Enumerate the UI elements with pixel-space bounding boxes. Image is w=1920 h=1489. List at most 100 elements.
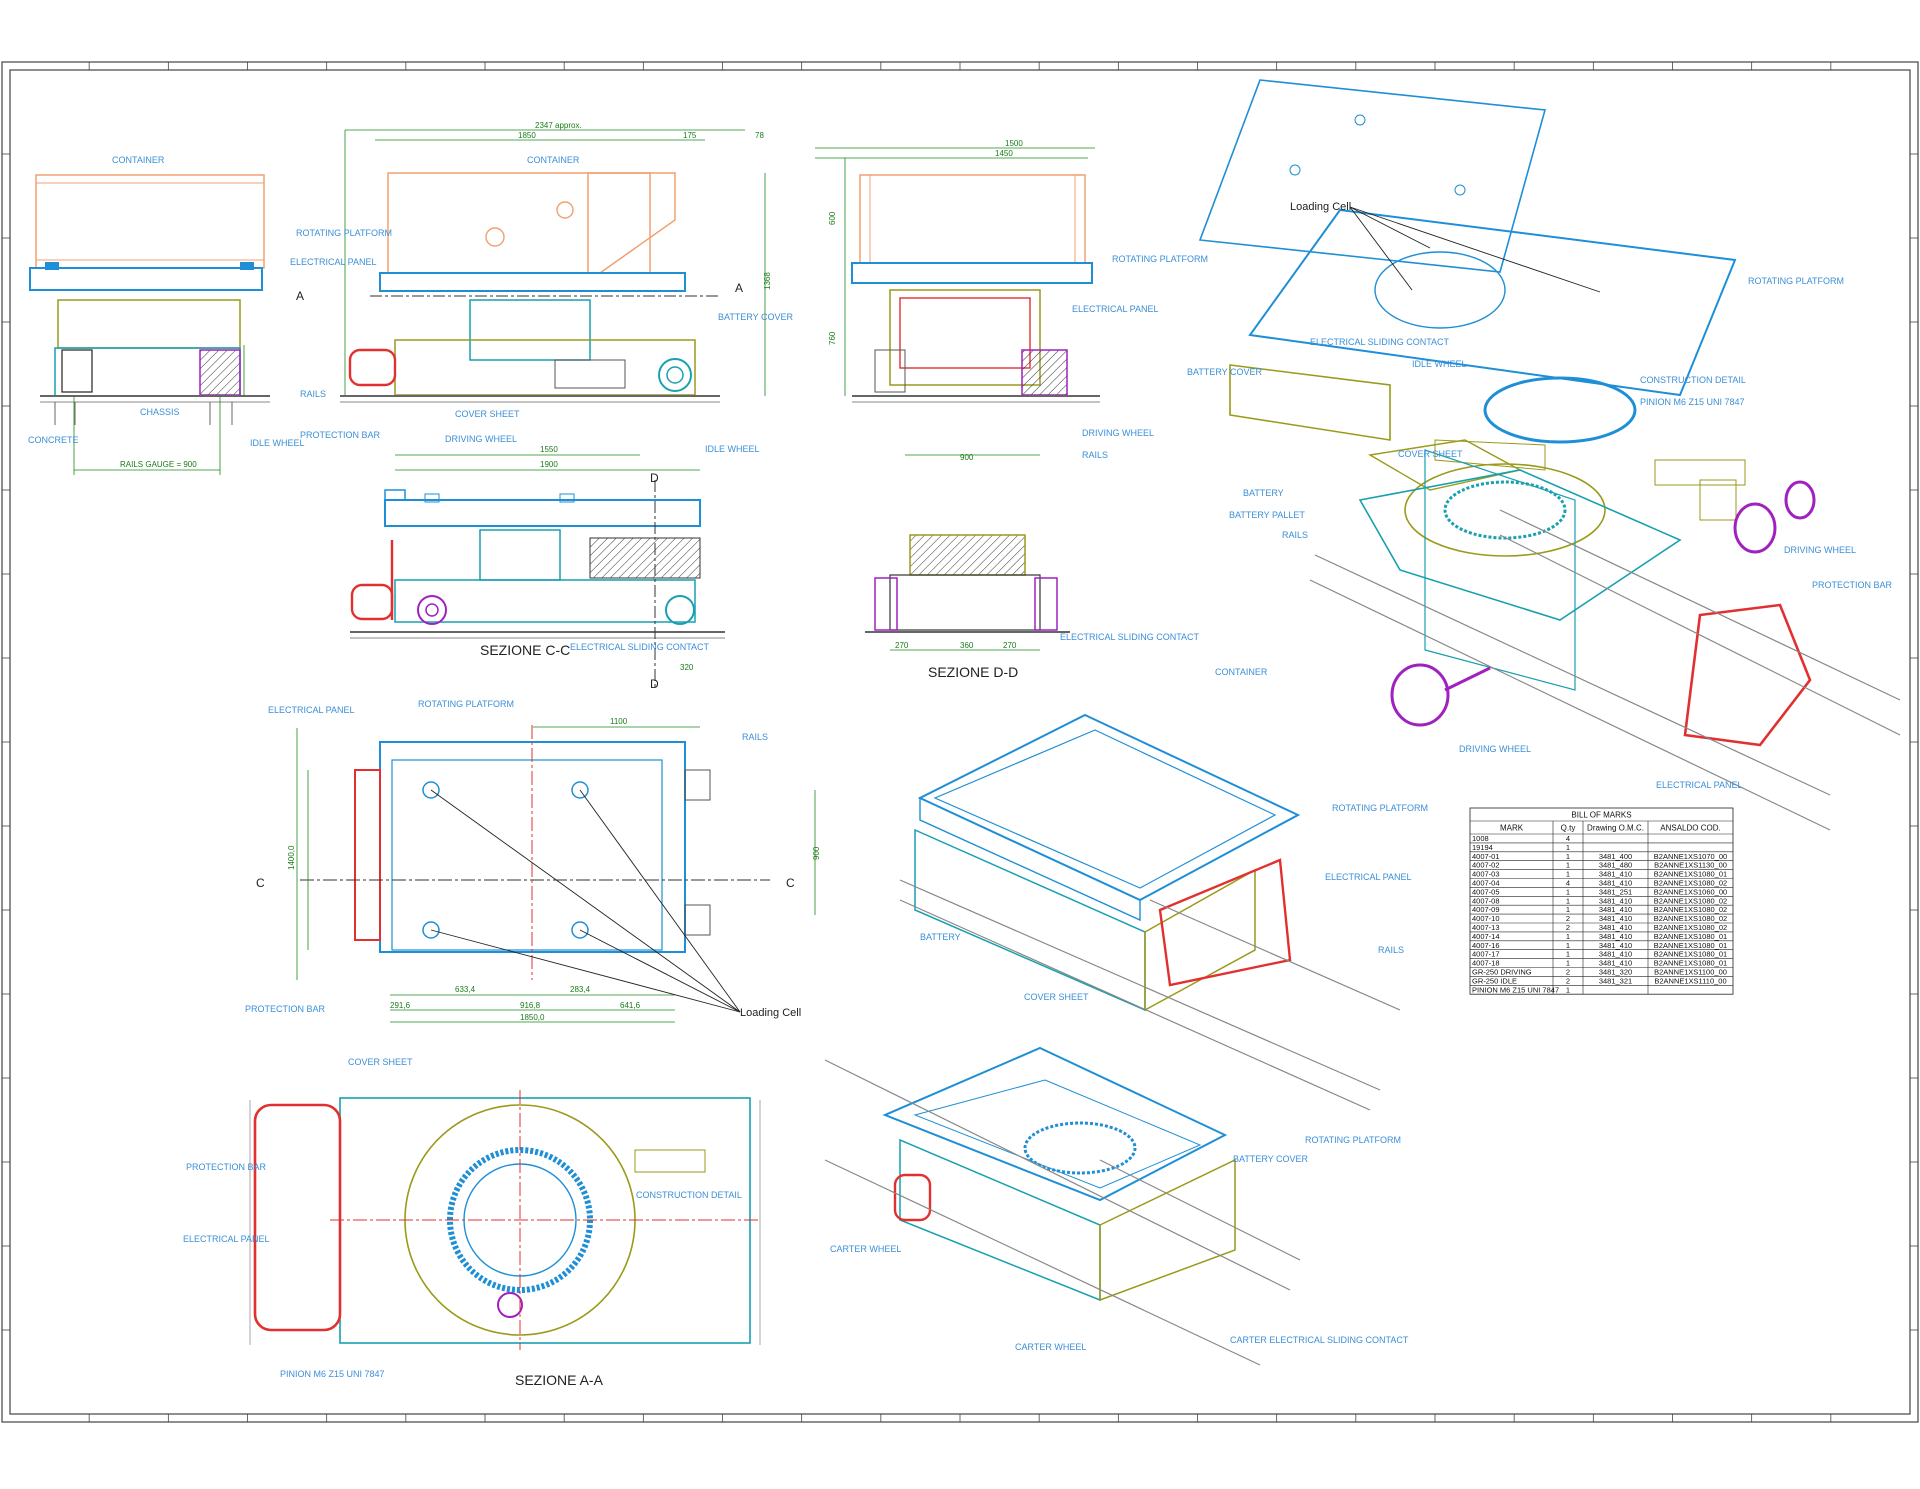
bom-cell: 3481_410 — [1599, 879, 1632, 888]
bom-cell: PINION M6 Z15 UNI 7847 — [1472, 985, 1559, 994]
label-electrical-panel-end: ELECTRICAL PANEL — [1072, 304, 1159, 314]
dim-900-end: 900 — [960, 453, 974, 462]
label-battery-iso: BATTERY — [1243, 488, 1284, 498]
label-carter-sliding-contact: CARTER ELECTRICAL SLIDING CONTACT — [1230, 1335, 1409, 1345]
bom-cell: 2 — [1566, 923, 1570, 932]
label-driving-wheel-iso-2: DRIVING WHEEL — [1459, 744, 1531, 754]
label-loading-cell-iso: Loading Cell — [1290, 201, 1351, 213]
bom-cell: 4007-14 — [1472, 932, 1500, 941]
label-rotating-platform-plan: ROTATING PLATFORM — [418, 699, 514, 709]
bom-cell: 4007-10 — [1472, 914, 1500, 923]
bom-cell: B2ANNE1XS1080_02 — [1654, 914, 1727, 923]
bom-cell: B2ANNE1XS1080_02 — [1654, 896, 1727, 905]
view-plan — [296, 725, 816, 1023]
dim-270-right: 270 — [1003, 641, 1017, 650]
bom-cell: 3481_410 — [1599, 896, 1632, 905]
bom-cell: B2ANNE1XS1080_02 — [1654, 905, 1727, 914]
view-section-aa — [249, 1090, 761, 1350]
view-end-elevation — [815, 147, 1100, 456]
bom-header: Drawing O.M.C. — [1587, 824, 1644, 833]
dim-2347: 2347 approx. — [535, 121, 582, 130]
dim-1900: 1900 — [540, 460, 558, 469]
bom-cell: 3481_480 — [1599, 861, 1632, 870]
label-battery-assembly: BATTERY — [920, 932, 961, 942]
dim-283: 283,4 — [570, 985, 591, 994]
section-mark-c-left: C — [256, 876, 265, 890]
section-cc-title: SEZIONE C-C — [480, 642, 570, 658]
bom-cell: 3481_321 — [1599, 976, 1632, 985]
section-mark-c-right: C — [786, 876, 795, 890]
bom-cell: 1 — [1566, 905, 1570, 914]
bom-cell: 4007-04 — [1472, 879, 1500, 888]
label-construction-detail-aa: CONSTRUCTION DETAIL — [636, 1190, 742, 1200]
view-iso-open — [824, 1046, 1301, 1366]
bom-cell: 4007-18 — [1472, 959, 1500, 968]
dim-1850: 1850 — [518, 131, 536, 140]
label-rotating-platform-end: ROTATING PLATFORM — [1112, 254, 1208, 264]
label-protection-bar-iso: PROTECTION BAR — [1812, 580, 1893, 590]
bom-cell: 3481_410 — [1599, 905, 1632, 914]
label-protection-bar-side: PROTECTION BAR — [300, 430, 381, 440]
dim-78: 78 — [755, 131, 764, 140]
dim-291: 291,6 — [390, 1001, 411, 1010]
bom-cell: 4007-01 — [1472, 852, 1500, 861]
dim-270-left: 270 — [895, 641, 909, 650]
dim-175: 175 — [683, 131, 697, 140]
label-cover-sheet-aa: COVER SHEET — [348, 1057, 413, 1067]
label-driving-wheel-end: DRIVING WHEEL — [1082, 428, 1154, 438]
bom-cell: 3481_410 — [1599, 950, 1632, 959]
bom-cell: 4007-13 — [1472, 923, 1500, 932]
bom-cell: B2ANNE1XS1070_00 — [1654, 852, 1727, 861]
section-aa-title: SEZIONE A-A — [515, 1372, 604, 1388]
bom-cell: 1 — [1566, 843, 1570, 852]
label-rotating-platform-open: ROTATING PLATFORM — [1305, 1135, 1401, 1145]
bom-cell: B2ANNE1XS1080_01 — [1654, 959, 1727, 968]
bom-cell: 4007-17 — [1472, 950, 1500, 959]
bom-cell: 19194 — [1472, 843, 1493, 852]
bom-cell: 1 — [1566, 950, 1570, 959]
view-side-elevation — [340, 129, 766, 471]
label-battery-cover-iso: BATTERY COVER — [1187, 367, 1263, 377]
bom-cell: 1 — [1566, 959, 1570, 968]
bom-cell: B2ANNE1XS1130_00 — [1654, 861, 1727, 870]
bom-cell: 4 — [1566, 834, 1570, 843]
dim-641: 641,6 — [620, 1001, 641, 1010]
bom-cell: 3481_410 — [1599, 914, 1632, 923]
bom-cell: 2 — [1566, 968, 1570, 977]
dim-1500: 1500 — [1005, 139, 1023, 148]
dim-760: 760 — [828, 331, 837, 345]
label-idle-wheel-side: IDLE WHEEL — [705, 444, 760, 454]
bom-cell: GR-250 IDLE — [1472, 976, 1517, 985]
label-rotating-platform-iso: ROTATING PLATFORM — [1748, 276, 1844, 286]
label-container: CONTAINER — [112, 155, 165, 165]
label-rails-assembly: RAILS — [1378, 945, 1404, 955]
label-driving-wheel-iso: DRIVING WHEEL — [1784, 545, 1856, 555]
label-carter-wheel-left: CARTER WHEEL — [830, 1244, 901, 1254]
label-loading-cell-plan: Loading Cell — [740, 1007, 801, 1019]
label-electrical-panel-side: ELECTRICAL PANEL — [290, 257, 377, 267]
label-battery-pallet-iso: BATTERY PALLET — [1229, 510, 1305, 520]
bom-cell: 2 — [1566, 976, 1570, 985]
label-electrical-panel-plan: ELECTRICAL PANEL — [268, 705, 355, 715]
label-rotating-platform-side: ROTATING PLATFORM — [296, 228, 392, 238]
bom-cell: 4 — [1566, 879, 1570, 888]
dim-916: 916,8 — [520, 1001, 541, 1010]
dim-633: 633,4 — [455, 985, 476, 994]
label-driving-wheel-side: DRIVING WHEEL — [445, 434, 517, 444]
bom-border — [1469, 807, 1734, 995]
label-concrete: CONCRETE — [28, 435, 79, 445]
label-container-side: CONTAINER — [527, 155, 580, 165]
dim-1400: 1400,0 — [287, 845, 296, 870]
view-front-elevation: RAILS GAUGE = 900 — [29, 174, 270, 475]
label-rotating-platform-assembly: ROTATING PLATFORM — [1332, 803, 1428, 813]
view-section-dd — [865, 534, 1070, 651]
bom-cell: GR-250 DRIVING — [1472, 968, 1532, 977]
label-rails-plan: RAILS — [742, 732, 768, 742]
dim-600: 600 — [828, 211, 837, 225]
dim-1450: 1450 — [995, 149, 1013, 158]
bom-cell: B2ANNE1XS1080_01 — [1654, 870, 1727, 879]
bom-cell: 3481_410 — [1599, 941, 1632, 950]
bom-cell: 4007-05 — [1472, 887, 1500, 896]
bom-cell: B2ANNE1XS1080_02 — [1654, 879, 1727, 888]
